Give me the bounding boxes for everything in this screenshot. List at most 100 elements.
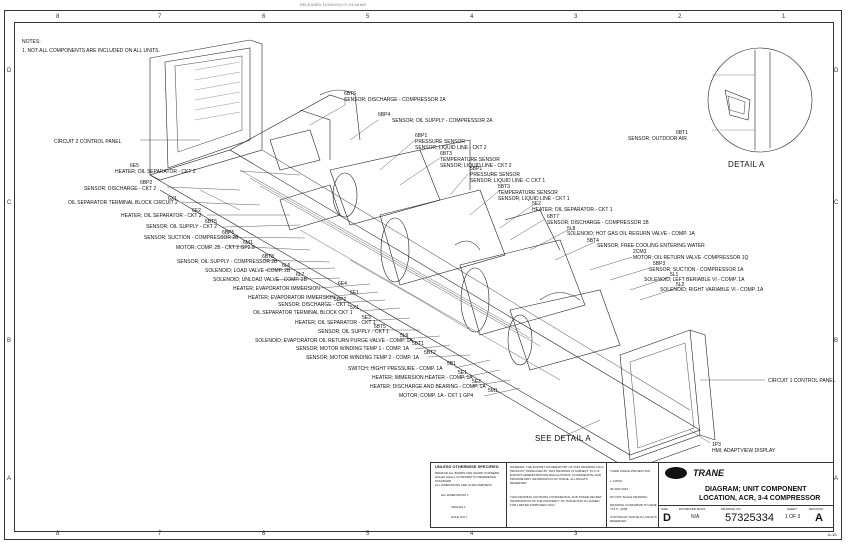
callout-6bp1-b: SENSOR; LIQUID LINE - CKT 2 bbox=[415, 145, 487, 151]
callout-6bp2-code: 6BP2 bbox=[140, 180, 153, 186]
callout-5bt5-code: 5BT5 bbox=[374, 324, 386, 330]
zone-top-4: 4 bbox=[470, 14, 474, 20]
callout-5e1-code: 5E1 bbox=[458, 370, 467, 376]
tolerance-block: UNLESS OTHERWISE SPECIFIED REMOVE ALL BU… bbox=[430, 462, 508, 528]
callout-5l8: SOLENOID; HOT GAS OIL REGURN VALVE - COM… bbox=[567, 231, 695, 237]
callout-5bp3-code: 5BP3 bbox=[653, 261, 666, 267]
tol-angle: ANGLES ± bbox=[451, 505, 466, 509]
sheet-value: 1 OF 3 bbox=[785, 514, 801, 520]
callout-5bt3-b: SENSOR; LIQUID LINE - CKT 1 bbox=[498, 196, 570, 202]
callout-5bt3-code: 5BT3 bbox=[498, 184, 510, 190]
zone-right-b: B bbox=[834, 338, 839, 344]
oil-separator-ckt1 bbox=[459, 239, 586, 336]
zone-top-5: 5 bbox=[366, 14, 370, 20]
callout-6l6-code: 6L6 bbox=[282, 263, 291, 269]
callout-5x1: OIL SEPARATOR TERMINAL BLOCK CKT 1 bbox=[253, 310, 353, 316]
callout-6bp5: SENSOR; SUCTION - COMPRESSOR 2B bbox=[144, 235, 239, 241]
callout-5bt4-code: 5BT4 bbox=[587, 238, 599, 244]
zone-top-1: 1 bbox=[782, 14, 786, 20]
callout-5bp1-b: SENSOR; LIQUID LINE -C CKT 1 bbox=[470, 178, 546, 184]
inner-border bbox=[14, 22, 834, 532]
size-label: SIZE bbox=[661, 507, 668, 511]
tol-dimension: ALL DIMENSIONS ± bbox=[441, 493, 469, 497]
zone-top-3: 3 bbox=[574, 14, 578, 20]
callout-6bp4-code: 6BP4 bbox=[378, 112, 391, 118]
callout-5x1-code: 5X1 bbox=[350, 305, 359, 311]
zone-right-a: A bbox=[834, 476, 839, 482]
callout-5bp1-a: PRESSURE SENSOR bbox=[470, 172, 521, 178]
callout-circuit-1-control-panel: CIRCUIT 1 CONTROL PANEL bbox=[768, 378, 836, 384]
evaporator bbox=[379, 189, 506, 286]
callout-5l2-code: 5L2 bbox=[676, 282, 685, 288]
detail-a-label: DETAIL A bbox=[728, 160, 765, 169]
drawing-title-1: DIAGRAM; UNIT COMPONENT bbox=[705, 486, 807, 493]
base-rail-frame bbox=[149, 149, 701, 456]
callout-5e2-code: 5E2 bbox=[472, 379, 481, 385]
callout-5m1: MOTOR; COMP. 1A - CKT 1 GP4 bbox=[399, 393, 474, 399]
drawing-title-2: LOCATION, ACR, 3-4 COMPRESSOR bbox=[699, 495, 821, 502]
callout-5e2: HEATER; DISCHARGE AND BEARING - COMP. 1A bbox=[370, 384, 486, 390]
callout-5m1-code: 5M1 bbox=[488, 388, 498, 394]
zone-left-d: D bbox=[7, 68, 12, 74]
unless-specified: UNLESS OTHERWISE SPECIFIED bbox=[435, 464, 499, 469]
callout-5bp3: SENSOR; SUCTION - COMPRESSOR 1A bbox=[649, 267, 744, 273]
callout-2cm3: MOTOR; OIL RETURN VALVE -COMPRESSOR 1Q bbox=[633, 255, 749, 261]
notice-block: WARNING: THE EXPORT OR REEXPORT OF THIS … bbox=[506, 462, 608, 528]
outer-border bbox=[4, 10, 842, 540]
callout-5b1-code: 5B1 bbox=[447, 361, 456, 367]
zone-top-6: 6 bbox=[262, 14, 266, 20]
callout-5e3: HEATER; OIL SEPARATOR - CKT 1 bbox=[295, 320, 376, 326]
callout-6e1: HEATER; EVAPORATOR IMMERSION bbox=[248, 295, 335, 301]
drawn-date: 30-APR-2012 bbox=[610, 487, 629, 491]
compressor-2b bbox=[279, 184, 341, 231]
callout-5bt5: SENSOR; OIL SUPPLY - CKT 1 bbox=[318, 329, 389, 335]
zone-bottom-6: 6 bbox=[262, 531, 266, 537]
callout-6e4-code: 6E4 bbox=[338, 281, 347, 287]
drawing-number-label: DRAWING NO. bbox=[721, 507, 742, 511]
notes-line-1: 1. NOT ALL COMPONENTS ARE INCLUDED ON AL… bbox=[22, 48, 160, 54]
callout-6bp4: SENSOR; OIL SUPPLY - COMPRESSOR 2A bbox=[392, 118, 493, 124]
callout-6bt7-code: 6BT7 bbox=[547, 214, 559, 220]
callout-6e4: HEATER; EVAPORATOR IMMERSION bbox=[233, 286, 320, 292]
callout-6x1-code: 6X1 bbox=[168, 196, 177, 202]
callout-5l8-code: 5L8 bbox=[567, 226, 576, 232]
compressor-1a bbox=[509, 289, 621, 371]
size-value: D bbox=[663, 512, 671, 524]
notes-title: NOTES: bbox=[22, 39, 41, 45]
revision-value: A bbox=[815, 512, 823, 524]
callout-5l1-code: 5L1 bbox=[670, 272, 679, 278]
callout-5bt2-code: 5BT2 bbox=[424, 350, 436, 356]
mass-value: N/A bbox=[691, 514, 700, 520]
unless-sub: REMOVE ALL BURRS AND SHARP CORNERS. HOLE… bbox=[435, 471, 501, 483]
callout-6bt1: SENSOR; OUTDOOR AIR bbox=[628, 136, 687, 142]
mass-label: ESTIMATED MASS bbox=[679, 507, 706, 511]
callout-2cm3-code: 2CM3 bbox=[633, 249, 647, 255]
callout-6e2-code: 6E2 bbox=[192, 208, 201, 214]
callout-6bt7: SENSOR; DISCHARGE - COMPRESSOR 1B bbox=[547, 220, 649, 226]
callout-6m1-code: 6M1 bbox=[243, 240, 253, 246]
trane-logo: TRANE bbox=[693, 468, 724, 478]
scale-note: DO NOT SCALE DRAWING bbox=[610, 495, 648, 499]
callout-5bt3-a: TEMPERATURE SENSOR bbox=[498, 190, 558, 196]
projection-label: THIRD ANGLE PROJECTION bbox=[610, 469, 651, 473]
callout-6bt5: SENSOR; OIL SUPPLY - CKT 2 bbox=[146, 224, 217, 230]
callout-6e5: HEATER; OIL SEPARATOR - CKT 2 bbox=[115, 169, 196, 175]
callout-5e3-code: 5E3 bbox=[362, 315, 371, 321]
callout-6bt6-code: 6BT6 bbox=[344, 91, 356, 97]
callout-6bt5-code: 6BT5 bbox=[205, 219, 217, 225]
zone-left-c: C bbox=[7, 200, 12, 206]
callout-6bp2: SENSOR; DISCHARGE - CKT 2 bbox=[84, 186, 157, 192]
callout-6bp5-code: 6BP5 bbox=[222, 230, 235, 236]
callout-5bp2: SENSOR; DISCHARGE - CKT 1 bbox=[278, 302, 351, 308]
sheet-label: SHEET bbox=[787, 507, 798, 511]
callout-6bt8: SENSOR; OIL SUPPLY - COMPRESSOR 2B bbox=[177, 259, 278, 265]
callout-5bt1: SENSOR; MOTOR WINDING TEMP 1 - COMP. 1A bbox=[296, 346, 409, 352]
callout-5bt2: SENSOR; MOTOR WINDING TEMP 2 - COMP. 1A bbox=[306, 355, 419, 361]
callout-6m1: MOTOR; COMP. 2B - CKT 2 GP2.5 bbox=[176, 245, 255, 251]
zone-bottom-3: 3 bbox=[574, 531, 578, 537]
zone-left-b: B bbox=[7, 338, 12, 344]
zone-bottom-5: 5 bbox=[366, 531, 370, 537]
see-detail-a-label: SEE DETAIL A bbox=[535, 434, 592, 443]
dims-note: ALL DIMENSIONS ARE IN MILLIMETERS bbox=[435, 483, 492, 487]
callout-5e2b: HEATER; OIL SEPARATOR - CKT 1 bbox=[532, 207, 613, 213]
